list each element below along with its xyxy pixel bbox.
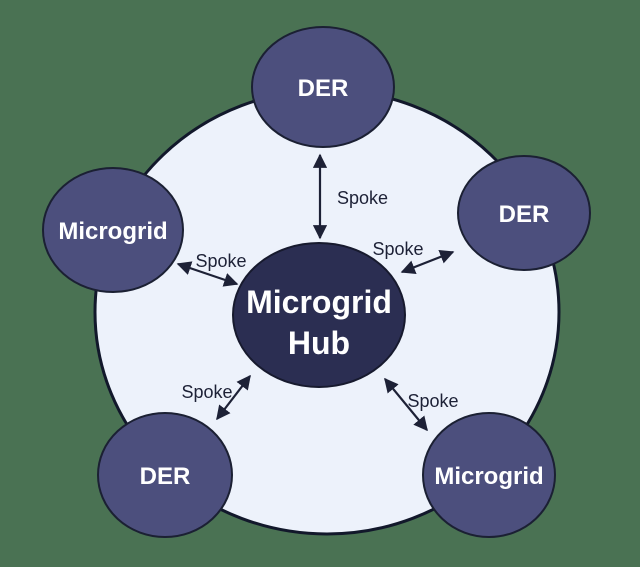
node-microgrid-bottom-right-circle: [422, 412, 556, 538]
node-der-bottom-left-label: DER: [140, 463, 191, 490]
node-der-top-label: DER: [298, 75, 349, 102]
spoke-arrow-bottom-right: [384, 377, 428, 432]
spoke-label-left: Spoke: [195, 251, 246, 271]
spoke-arrow-right: [400, 250, 455, 274]
node-der-right-circle: [457, 155, 591, 271]
node-der-top-circle: [251, 26, 395, 148]
node-microgrid-bottom-right-label: Microgrid: [434, 463, 543, 490]
spoke-label-top: Spoke: [337, 188, 388, 208]
hub-circle: [232, 242, 406, 388]
node-der-right-label: DER: [499, 201, 550, 228]
node-microgrid-left-label: Microgrid: [58, 218, 167, 245]
hub-label-line2: Hub: [288, 325, 350, 361]
hub-label-line1: Microgrid: [246, 284, 392, 320]
spoke-label-bottom-left: Spoke: [181, 382, 232, 402]
spoke-arrow-left: [176, 261, 239, 287]
node-microgrid-left-circle: [42, 167, 184, 293]
spoke-arrow-bottom-left: [216, 374, 251, 421]
spoke-label-bottom-right: Spoke: [407, 391, 458, 411]
spoke-label-right: Spoke: [372, 239, 423, 259]
node-der-bottom-left-circle: [97, 412, 233, 538]
